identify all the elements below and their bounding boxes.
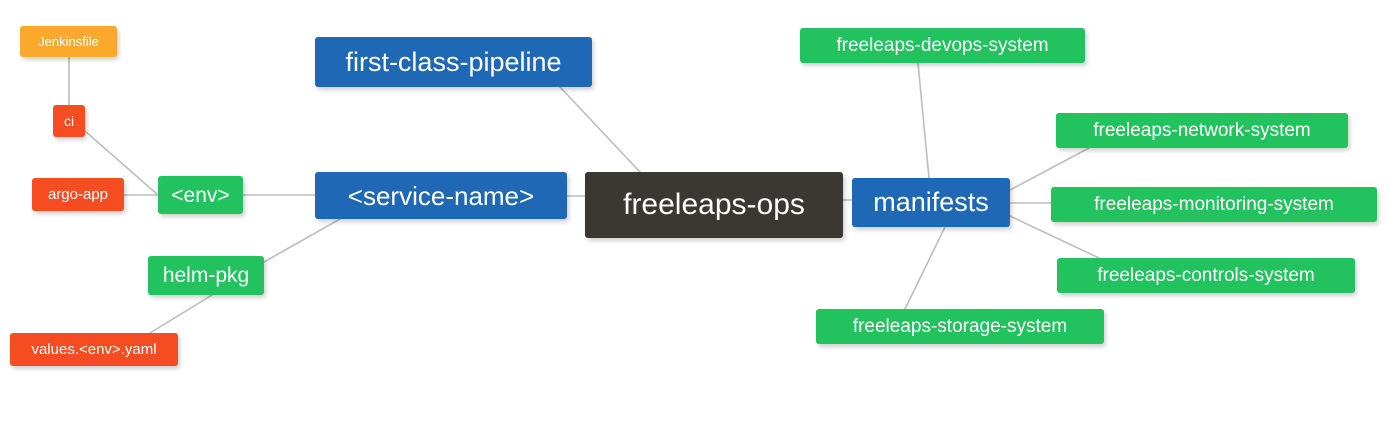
node-label-argo-app: argo-app [47, 186, 109, 203]
node-label-ci: ci [63, 113, 75, 129]
node-controls-system[interactable]: freeleaps-controls-system [1057, 258, 1355, 293]
node-devops-system[interactable]: freeleaps-devops-system [800, 28, 1085, 63]
node-manifests[interactable]: manifests [852, 178, 1010, 227]
node-first-class-pipeline[interactable]: first-class-pipeline [315, 37, 592, 87]
node-argo-app[interactable]: argo-app [32, 178, 124, 211]
node-label-service-name: <service-name> [347, 180, 535, 211]
node-service-name[interactable]: <service-name> [315, 172, 567, 219]
node-label-storage-system: freeleaps-storage-system [852, 316, 1068, 337]
node-env[interactable]: <env> [158, 176, 243, 214]
node-network-system[interactable]: freeleaps-network-system [1056, 113, 1348, 148]
node-values-env-yaml[interactable]: values.<env>.yaml [10, 333, 178, 366]
node-label-controls-system: freeleaps-controls-system [1097, 265, 1315, 286]
node-label-devops-system: freeleaps-devops-system [836, 35, 1049, 56]
node-label-helm-pkg: helm-pkg [162, 264, 250, 287]
node-helm-pkg[interactable]: helm-pkg [148, 256, 264, 295]
node-label-freeleaps-ops: freeleaps-ops [623, 188, 805, 221]
node-label-env: <env> [171, 183, 230, 207]
node-label-monitoring-system: freeleaps-monitoring-system [1094, 194, 1334, 215]
node-monitoring-system[interactable]: freeleaps-monitoring-system [1051, 187, 1377, 222]
node-storage-system[interactable]: freeleaps-storage-system [816, 309, 1104, 344]
node-label-manifests: manifests [873, 187, 989, 217]
node-label-first-class-pipeline: first-class-pipeline [345, 46, 562, 77]
node-ci[interactable]: ci [53, 105, 85, 137]
node-label-jenkinsfile: Jenkinsfile [38, 34, 99, 49]
node-jenkinsfile[interactable]: Jenkinsfile [20, 26, 117, 57]
edge-manifests-to-controls-system [1009, 215, 1100, 259]
edge-values-env-yaml-to-helm-pkg [149, 294, 213, 334]
edge-helm-pkg-to-service-name [263, 218, 341, 263]
edge-manifests-to-network-system [1009, 147, 1090, 191]
edge-manifests-to-storage-system [904, 226, 946, 310]
node-label-network-system: freeleaps-network-system [1093, 120, 1311, 141]
edge-first-class-pipeline-to-freeleaps-ops [559, 86, 641, 173]
edge-manifests-to-devops-system [917, 62, 930, 179]
node-freeleaps-ops[interactable]: freeleaps-ops [585, 172, 843, 238]
node-label-values-env-yaml: values.<env>.yaml [31, 341, 157, 358]
